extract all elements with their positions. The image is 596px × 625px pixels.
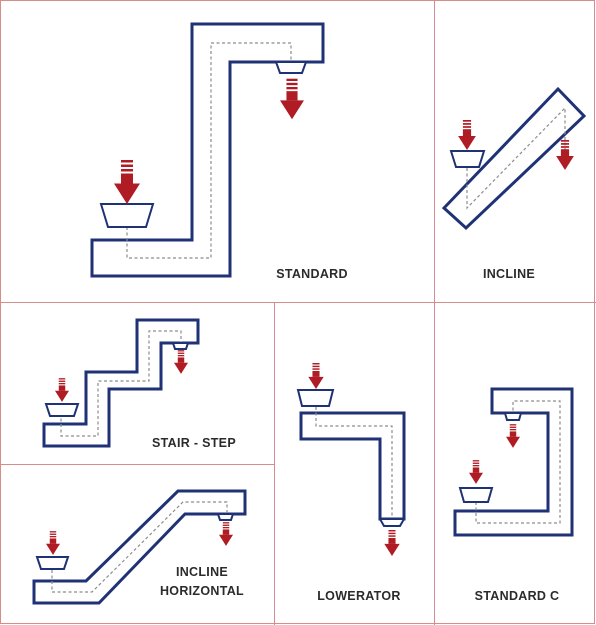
incline-horizontal-conveyor-outline (32, 489, 247, 605)
standard-inlet-hopper (99, 203, 155, 228)
stair-step-inlet-arrow-icon (55, 378, 69, 402)
incline-horizontal-outlet-arrow-icon (219, 522, 233, 546)
stair-step-panel: STAIR - STEP (42, 318, 236, 450)
incline-label: INCLINE (483, 267, 535, 281)
standard-c-inlet-arrow-icon (469, 460, 483, 484)
standard-c-label: STANDARD C (475, 589, 560, 603)
lowerator-material-path (315, 407, 393, 519)
incline-horizontal-outlet-spout (216, 513, 235, 521)
stair-step-outlet-spout (171, 342, 190, 350)
standard-c-panel: STANDARD C (453, 387, 574, 603)
standard-label: STANDARD (276, 267, 348, 281)
incline-horizontal-material-path (51, 501, 228, 593)
lowerator-conveyor-outline (299, 411, 406, 521)
lowerator-label: LOWERATOR (317, 589, 400, 603)
standard-c-outlet-spout (503, 412, 523, 421)
incline-conveyor-outline (441, 86, 587, 231)
stair-step-inlet-hopper (44, 403, 80, 417)
stair-step-material-path (60, 330, 182, 437)
standard-c-conveyor-outline (453, 387, 574, 537)
incline-horizontal-inlet-hopper (35, 556, 70, 570)
standard-c-outlet-arrow-icon (506, 424, 520, 448)
lowerator-inlet-arrow-icon (308, 363, 324, 389)
standard-outlet-spout (274, 61, 308, 74)
incline-horizontal-label-line1: INCLINE (176, 565, 228, 579)
incline-panel: INCLINE (441, 86, 587, 281)
stair-step-label: STAIR - STEP (152, 436, 236, 450)
stair-step-conveyor-outline (42, 318, 200, 448)
incline-horizontal-label-line2: HORIZONTAL (160, 584, 244, 598)
stair-step-outlet-arrow-icon (174, 350, 188, 374)
standard-material-path (126, 42, 292, 259)
lowerator-outlet-spout (378, 518, 406, 527)
lowerator-inlet-hopper (296, 389, 335, 407)
lowerator-panel: LOWERATOR (296, 363, 406, 603)
standard-conveyor-outline (90, 22, 325, 278)
standard-c-material-path (475, 400, 561, 524)
standard-outlet-arrow-icon (280, 78, 304, 120)
incline-material-path (466, 106, 566, 210)
standard-inlet-arrow-icon (114, 160, 140, 204)
incline-horizontal-panel: INCLINE HORIZONTAL (32, 489, 247, 605)
incline-inlet-hopper (449, 150, 486, 168)
incline-inlet-arrow-icon (458, 120, 476, 150)
standard-c-inlet-hopper (458, 487, 494, 503)
incline-horizontal-inlet-arrow-icon (46, 531, 60, 555)
standard-panel: STANDARD (90, 22, 348, 281)
incline-outlet-arrow-icon (556, 140, 574, 170)
lowerator-outlet-arrow-icon (384, 530, 400, 556)
